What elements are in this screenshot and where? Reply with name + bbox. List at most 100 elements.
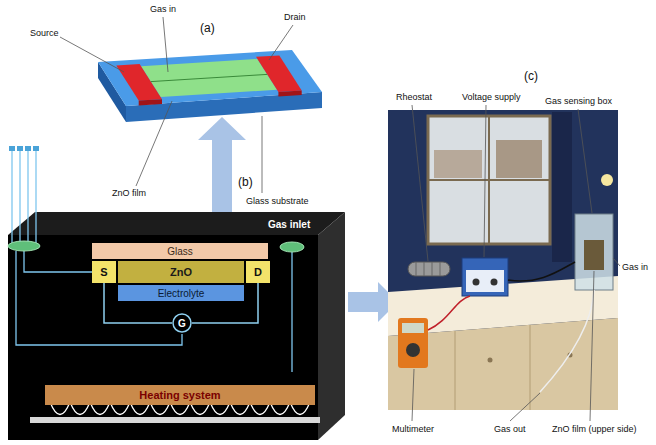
test-lead <box>428 296 470 330</box>
part-label: ZnO film (upper side) <box>552 424 637 434</box>
photo-leaders <box>412 105 620 421</box>
rheostat-coil <box>432 262 433 276</box>
drawer-line <box>530 325 531 410</box>
zno-layer: ZnO <box>118 261 244 283</box>
drawer-line <box>455 331 456 410</box>
wire-caps <box>9 146 39 151</box>
node-text: S <box>100 266 107 278</box>
table-front <box>388 318 618 410</box>
rheostat <box>408 262 450 276</box>
part-label: Multimeter <box>392 424 434 434</box>
leader-line <box>412 105 428 261</box>
chamber-front <box>8 235 318 440</box>
lamp <box>601 174 613 186</box>
panel-label: (c) <box>524 70 538 84</box>
supply-knob <box>491 279 498 286</box>
multimeter <box>398 318 428 368</box>
part-label: Source <box>30 28 59 38</box>
curtain <box>552 112 572 262</box>
leader-line <box>484 105 486 257</box>
device-sketch <box>98 50 322 122</box>
building <box>434 150 482 178</box>
source-electrode: S <box>92 261 116 283</box>
heating-bar: Heating system <box>45 385 315 405</box>
node-text: ZnO <box>170 266 192 278</box>
channel-line <box>151 74 267 81</box>
node-text: G <box>178 318 186 329</box>
multimeter-dial <box>406 343 420 357</box>
wire-cap <box>9 146 15 151</box>
wire-cap <box>33 146 39 151</box>
gate-circle: G <box>172 313 192 333</box>
chamber <box>8 212 345 440</box>
rheostat-coil <box>416 262 417 276</box>
zno-film <box>141 59 277 97</box>
leader-line <box>510 393 540 421</box>
part-label: ZnO film <box>112 188 146 198</box>
leader-line <box>578 109 592 213</box>
part-label: Gas sensing box <box>545 96 612 106</box>
wire <box>19 150 20 244</box>
wire <box>35 150 36 244</box>
wire <box>291 252 292 372</box>
node-text: D <box>254 266 262 278</box>
gas-inlet-port <box>280 242 304 252</box>
supply-knob <box>473 279 480 286</box>
glass-substrate <box>98 50 322 106</box>
rheostat-coil <box>424 262 425 276</box>
photo-wall <box>388 110 618 410</box>
node-text: Electrolyte <box>158 288 205 299</box>
node-text: Glass <box>167 246 193 257</box>
wire-cap <box>17 146 23 151</box>
window-frame <box>429 179 549 181</box>
source-pad-edge <box>139 99 162 105</box>
building <box>496 140 542 178</box>
wire-feedthrough <box>8 241 40 251</box>
window <box>428 116 550 244</box>
drain-pad-edge <box>278 91 301 97</box>
panel-label: (b) <box>238 176 253 190</box>
rheostat-coil <box>440 262 441 276</box>
multimeter-screen <box>402 323 424 333</box>
wires <box>12 150 292 372</box>
leader-line <box>163 17 168 72</box>
glass-layer: Glass <box>92 243 268 259</box>
leader-line <box>262 116 263 193</box>
part-label: Rheostat <box>396 92 432 102</box>
circle-shape <box>173 314 191 332</box>
wire-cap <box>25 146 31 151</box>
panel-label: (a) <box>200 22 215 36</box>
part-label: Gas inlet <box>268 219 310 231</box>
leader-lines <box>60 17 293 193</box>
chamber-top <box>8 212 345 235</box>
setup-photo <box>388 110 618 410</box>
drain-pad <box>256 55 302 92</box>
chamber-side <box>318 212 345 440</box>
source-pad <box>116 64 162 101</box>
drawer-knob <box>488 358 493 363</box>
gas-tube <box>540 290 594 392</box>
leader-line <box>412 369 414 421</box>
leader-line <box>269 25 293 60</box>
leader-line <box>136 101 172 186</box>
part-label: Gas out <box>494 424 526 434</box>
zno-film-sample <box>584 240 604 270</box>
supply-panel <box>466 270 504 292</box>
leader-line <box>613 258 620 266</box>
node-text: Heating system <box>139 389 220 401</box>
part-label: Voltage supply <box>462 92 521 102</box>
drain-electrode: D <box>246 261 270 283</box>
part-label: Glass substrate <box>246 196 309 206</box>
part-label: Gas in <box>622 262 648 272</box>
wire <box>27 150 28 244</box>
leader-line <box>590 271 594 421</box>
part-label: Drain <box>284 12 306 22</box>
heater-plate <box>30 417 320 423</box>
voltage-supply <box>462 258 508 296</box>
leader-line <box>60 37 124 72</box>
electrolyte-layer: Electrolyte <box>118 285 244 301</box>
part-label: Gas in <box>150 4 176 14</box>
